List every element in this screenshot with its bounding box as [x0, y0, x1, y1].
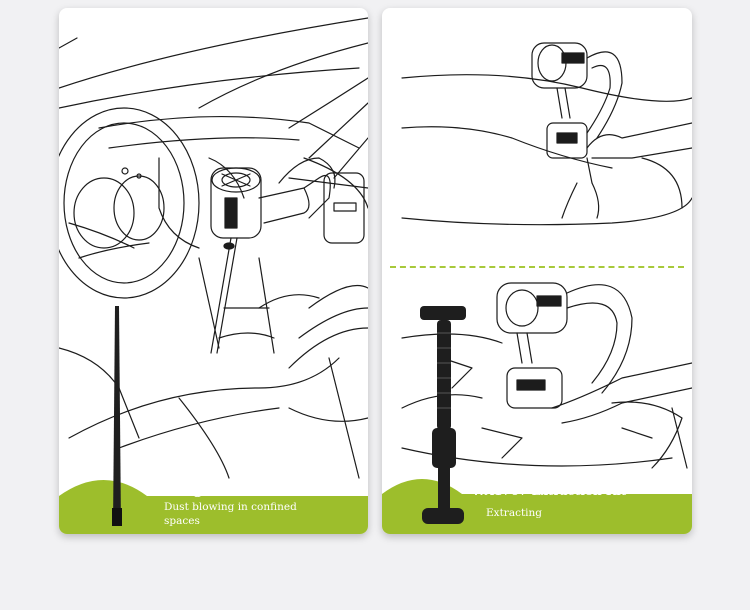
card-title: WA1707 Extraction Kit — [472, 484, 627, 498]
caption-band — [59, 476, 368, 534]
long-nozzles-card: Long nozzles Dust blowing in confined sp… — [59, 8, 368, 534]
card-title: Long nozzles — [164, 482, 266, 498]
extraction-kit-card: WA1707 Extraction Kit Extracting — [382, 8, 692, 534]
vacuum-bag-icon — [401, 282, 692, 469]
caption-band-shape — [59, 480, 368, 534]
card-subtitle: Extracting — [486, 507, 543, 519]
car-interior-blower-icon — [59, 17, 368, 479]
card-subtitle: Dust blowing in confined spaces — [164, 501, 297, 527]
section-divider — [390, 266, 684, 268]
inflating-mattress-icon — [401, 42, 692, 226]
